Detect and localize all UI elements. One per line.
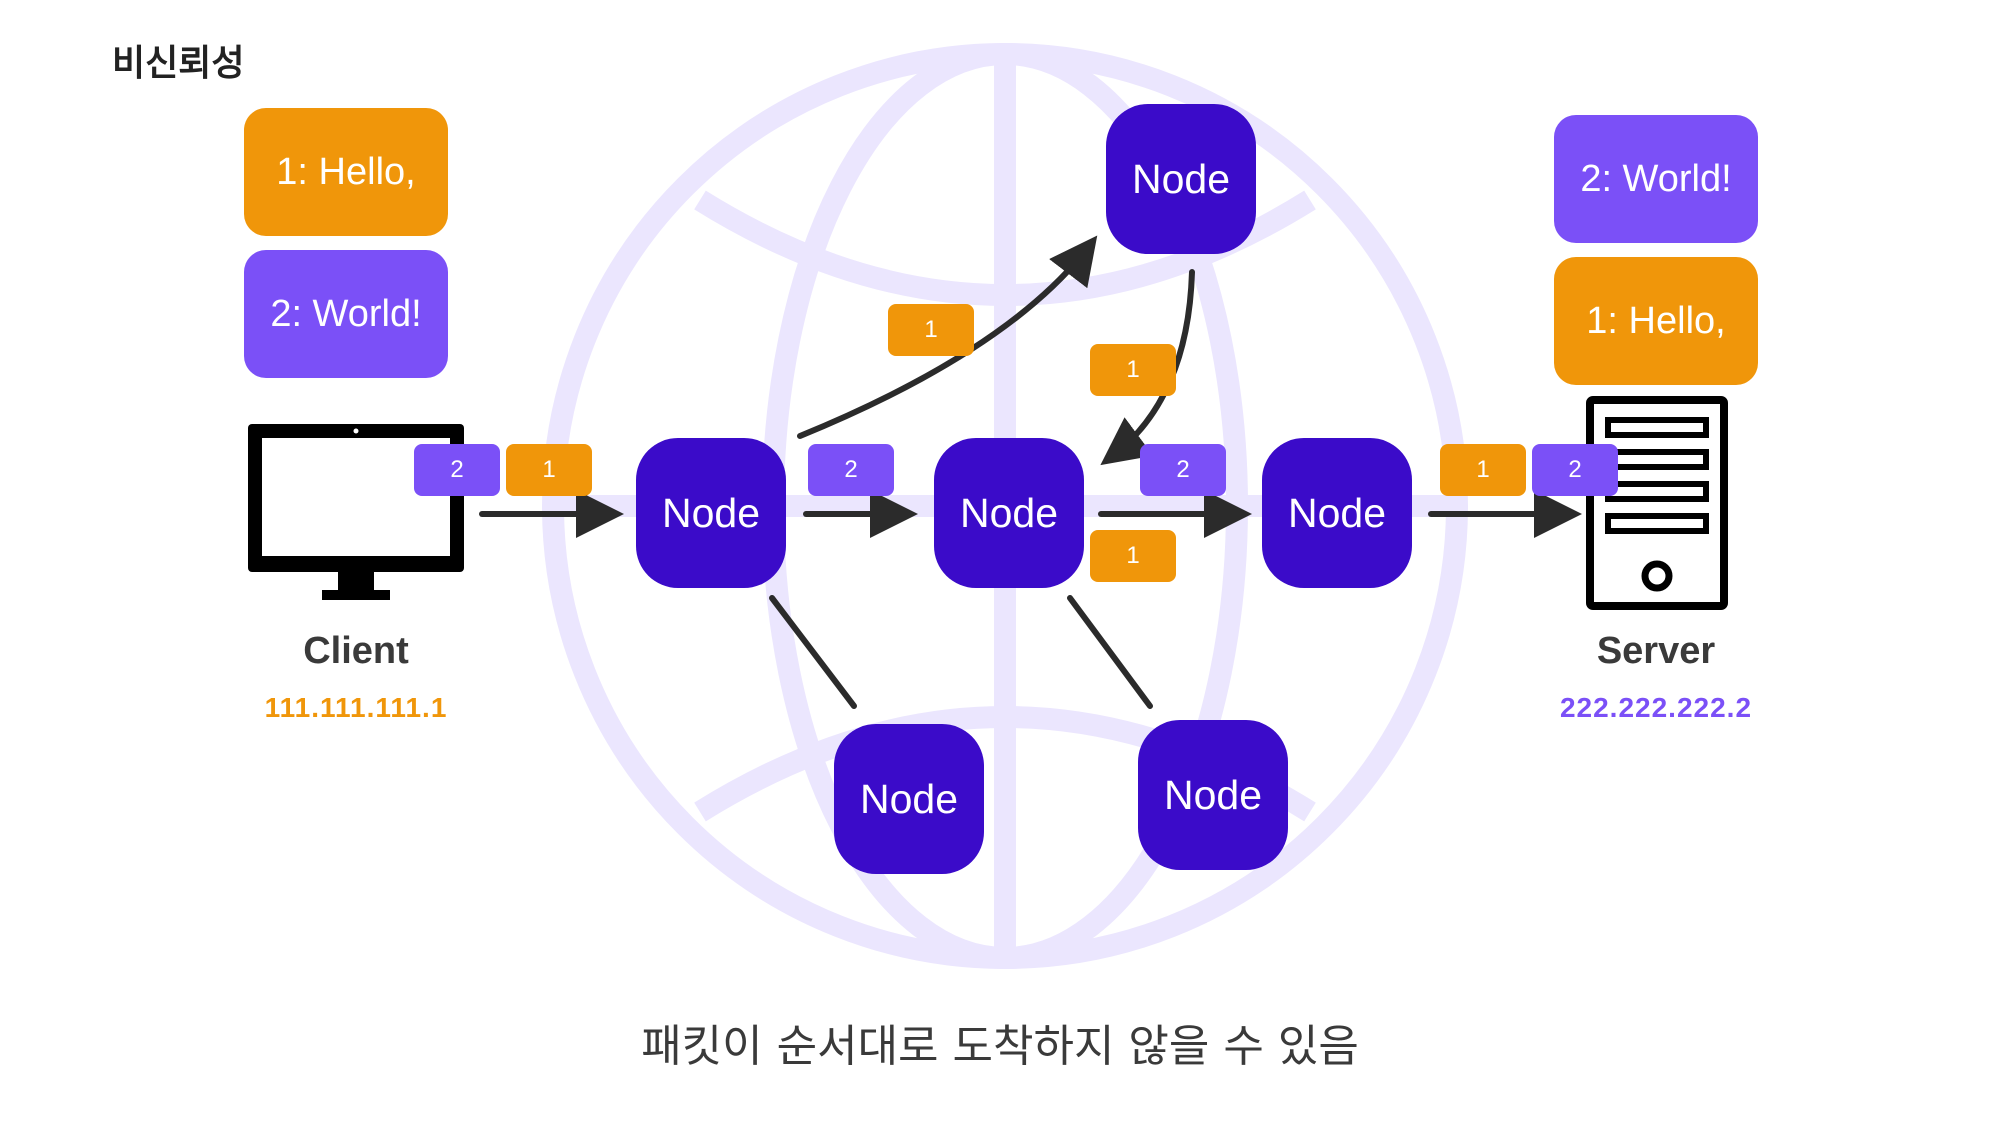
line-node2-to-bottom-node	[1067, 595, 1153, 709]
caption: 패킷이 순서대로 도착하지 않을 수 있음	[641, 1021, 1359, 1072]
node-2: Node	[934, 438, 1084, 588]
node-1: Node	[636, 438, 786, 588]
packet-node1-2: 2	[808, 444, 894, 496]
arrow-node1-to-top-node	[797, 235, 1098, 439]
packet-client-2: 2	[414, 444, 500, 496]
packet-client-1: 1	[506, 444, 592, 496]
client-message-1: 1: Hello,	[244, 108, 448, 236]
node-3: Node	[1262, 438, 1412, 588]
packet-node2-2: 2	[1140, 444, 1226, 496]
packet-upper-path-1: 1	[888, 304, 974, 356]
line-node1-to-bottom-node	[769, 595, 857, 709]
node-bottom-right: Node	[1138, 720, 1288, 870]
client-label: Client	[303, 630, 409, 672]
node-bottom-left: Node	[834, 724, 984, 874]
client-message-2: 2: World!	[244, 250, 448, 378]
packet-server-2: 2	[1532, 444, 1618, 496]
server-ip: 222.222.222.2	[1559, 692, 1753, 723]
packet-return-path-1: 1	[1090, 344, 1176, 396]
server-label: Server	[1596, 630, 1716, 672]
packet-server-1: 1	[1440, 444, 1526, 496]
slide-title: 비신뢰성	[112, 43, 245, 84]
server-message-2: 2: World!	[1554, 115, 1758, 243]
node-top: Node	[1106, 104, 1256, 254]
client-ip: 111.111.111.1	[264, 692, 448, 723]
packet-node2-1: 1	[1090, 530, 1176, 582]
server-tower-icon	[1586, 396, 1728, 610]
server-message-1: 1: Hello,	[1554, 257, 1758, 385]
